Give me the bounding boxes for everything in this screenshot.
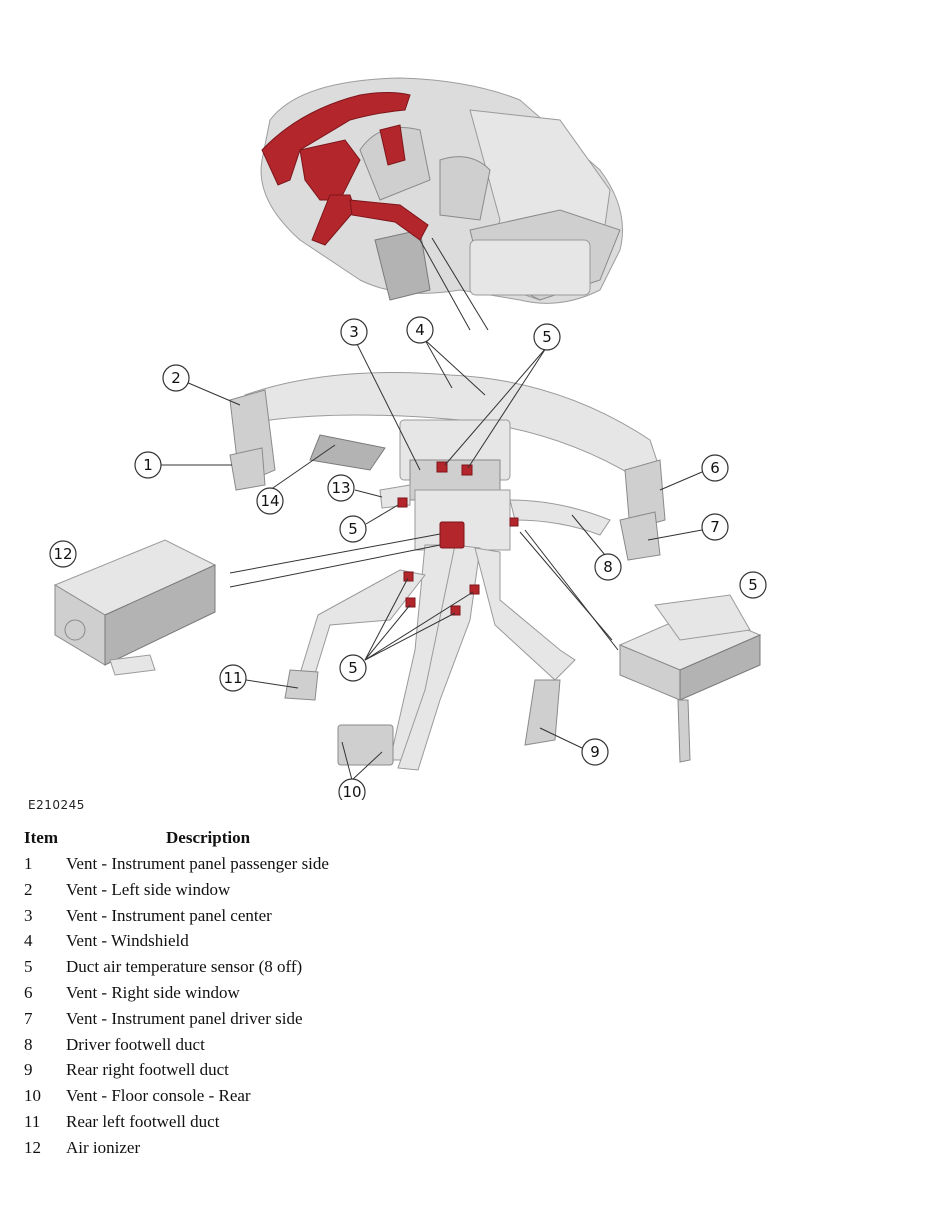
callout-1: 1 [134,451,162,479]
legend-row-num: 4 [24,931,33,951]
callout-5-top: 5 [533,323,561,351]
callout-7: 7 [701,513,729,541]
legend-row-num: 10 [24,1086,41,1106]
legend-header-item: Item [24,828,58,847]
callout-5-left: 5 [339,515,367,543]
callout-3: 3 [340,318,368,346]
svg-text:5: 5 [748,576,758,594]
temperature-sensor-detail [519,529,762,763]
legend-row-desc: Rear right footwell duct [66,1060,229,1080]
legend-row-desc: Rear left footwell duct [66,1111,220,1131]
svg-text:9: 9 [590,743,600,761]
legend-row-num: 9 [24,1060,33,1080]
air-ionizer [53,533,441,676]
exploded-view-illustration: 1 2 3 4 5 5 5 5 6 7 8 9 10 11 12 13 14 [49,77,767,800]
legend-row-desc: Vent - Instrument panel driver side [66,1008,303,1028]
legend-row-num: 3 [24,905,33,925]
svg-text:10: 10 [342,783,361,800]
callout-4: 4 [406,316,434,344]
legend-row-desc: Vent - Right side window [66,982,240,1002]
legend-row-desc: Vent - Windshield [66,931,189,951]
legend-row-num: 1 [24,854,33,873]
vehicle-cutaway [260,77,623,331]
leader-lines [160,339,703,781]
figure-code: E210245 [28,798,85,812]
svg-text:5: 5 [348,520,358,538]
callout-11: 11 [219,664,247,692]
legend-row-num: 2 [24,879,33,899]
callout-12: 12 [49,540,77,568]
legend-row-desc: Vent - Left side window [66,879,231,899]
callout-8: 8 [594,553,622,581]
callout-2: 2 [162,364,190,392]
svg-text:1: 1 [143,456,153,474]
svg-text:2: 2 [171,369,181,387]
legend-row-num: 6 [24,982,33,1002]
legend-row-desc: Vent - Instrument panel center [66,905,272,925]
svg-text:11: 11 [223,669,242,687]
legend-header-description: Description [166,828,251,847]
legend-row-desc: Duct air temperature sensor (8 off) [66,957,303,977]
svg-text:8: 8 [603,558,613,576]
legend-row-desc: Air ionizer [66,1137,141,1157]
callout-6: 6 [701,454,729,482]
svg-text:3: 3 [349,323,359,341]
legend-row-num: 5 [24,957,33,977]
callout-13: 13 [327,474,355,502]
callout-9: 9 [581,738,609,766]
svg-text:5: 5 [542,328,552,346]
svg-text:4: 4 [415,321,425,339]
svg-text:12: 12 [53,545,72,563]
legend-row-num: 11 [24,1111,41,1131]
svg-text:6: 6 [710,459,720,477]
legend-row-num: 8 [24,1034,33,1054]
legend-row-desc: Driver footwell duct [66,1034,205,1054]
svg-text:14: 14 [260,492,279,510]
legend-row-num: 7 [24,1008,33,1028]
callout-10: 10 [338,778,366,800]
legend-row-desc: Vent - Floor console - Rear [66,1086,251,1106]
callout-14: 14 [256,487,284,515]
instrument-panel-duct-assembly [229,372,666,771]
legend-row-desc: Vent - Instrument panel passenger side [66,854,329,873]
callout-5-lower: 5 [339,654,367,682]
svg-text:7: 7 [710,518,720,536]
callout-5-detail: 5 [739,571,767,599]
svg-text:13: 13 [331,479,350,497]
legend-row-num: 12 [24,1137,41,1157]
svg-text:5: 5 [348,659,358,677]
